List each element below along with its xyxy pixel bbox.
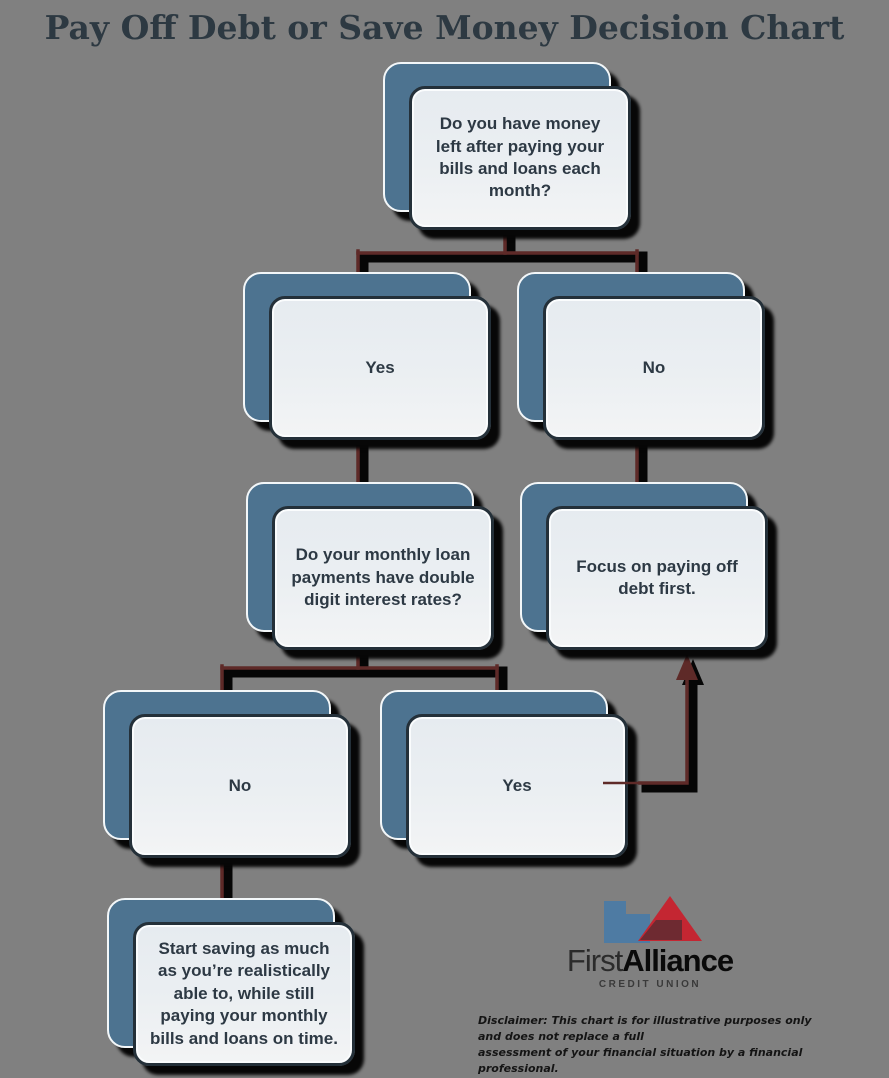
node-front-panel: Do your monthly loan payments have doubl…: [272, 506, 494, 650]
disclaimer-line-1: Disclaimer: This chart is for illustrati…: [478, 1014, 812, 1043]
flow-node-outcome-start-saving: Start saving as much as you’re realistic…: [107, 898, 361, 1072]
flow-node-answer-no-2: No: [103, 690, 357, 864]
flow-node-question-interest-rates: Do your monthly loan payments have doubl…: [246, 482, 500, 656]
disclaimer-line-2: assessment of your financial situation b…: [478, 1045, 803, 1075]
node-label: Yes: [502, 775, 532, 795]
node-front-panel: Yes: [269, 296, 491, 440]
flow-node-answer-yes-1: Yes: [243, 272, 497, 446]
node-front-panel: Do you have money left after paying your…: [409, 86, 631, 230]
logo-wordmark: FirstAlliance: [530, 945, 770, 976]
flow-node-question-money-left: Do you have money left after paying your…: [383, 62, 637, 236]
first-alliance-logo-mark-icon: [604, 896, 702, 943]
logo-tagline: CREDIT UNION: [598, 979, 702, 990]
node-label: Focus on paying off debt first.: [576, 556, 738, 598]
first-alliance-logo: FirstAlliance CREDIT UNION: [530, 893, 770, 990]
node-front-panel: Focus on paying off debt first.: [546, 506, 768, 650]
node-label: Yes: [365, 357, 395, 377]
node-label: Do your monthly loan payments have doubl…: [291, 545, 475, 610]
node-label: No: [228, 775, 252, 795]
disclaimer-text: Disclaimer: This chart is for illustrati…: [478, 1013, 830, 1077]
flow-node-answer-no-1: No: [517, 272, 771, 446]
logo-word-first: First: [566, 943, 623, 978]
node-label: Do you have money left after paying your…: [435, 114, 605, 201]
node-front-panel: Yes: [406, 714, 628, 858]
arrowhead-up-icon: [676, 654, 698, 680]
logo-word-alliance: Alliance: [622, 943, 734, 978]
connector-yes2-to-debt: [638, 676, 689, 785]
flow-node-answer-yes-2: Yes: [380, 690, 634, 864]
node-label: Start saving as much as you’re realistic…: [150, 938, 338, 1048]
node-front-panel: No: [543, 296, 765, 440]
node-front-panel: Start saving as much as you’re realistic…: [133, 922, 355, 1066]
flow-node-outcome-pay-debt: Focus on paying off debt first.: [520, 482, 774, 656]
page-title: Pay Off Debt or Save Money Decision Char…: [44, 8, 845, 47]
node-front-panel: No: [129, 714, 351, 858]
node-label: No: [642, 357, 666, 377]
